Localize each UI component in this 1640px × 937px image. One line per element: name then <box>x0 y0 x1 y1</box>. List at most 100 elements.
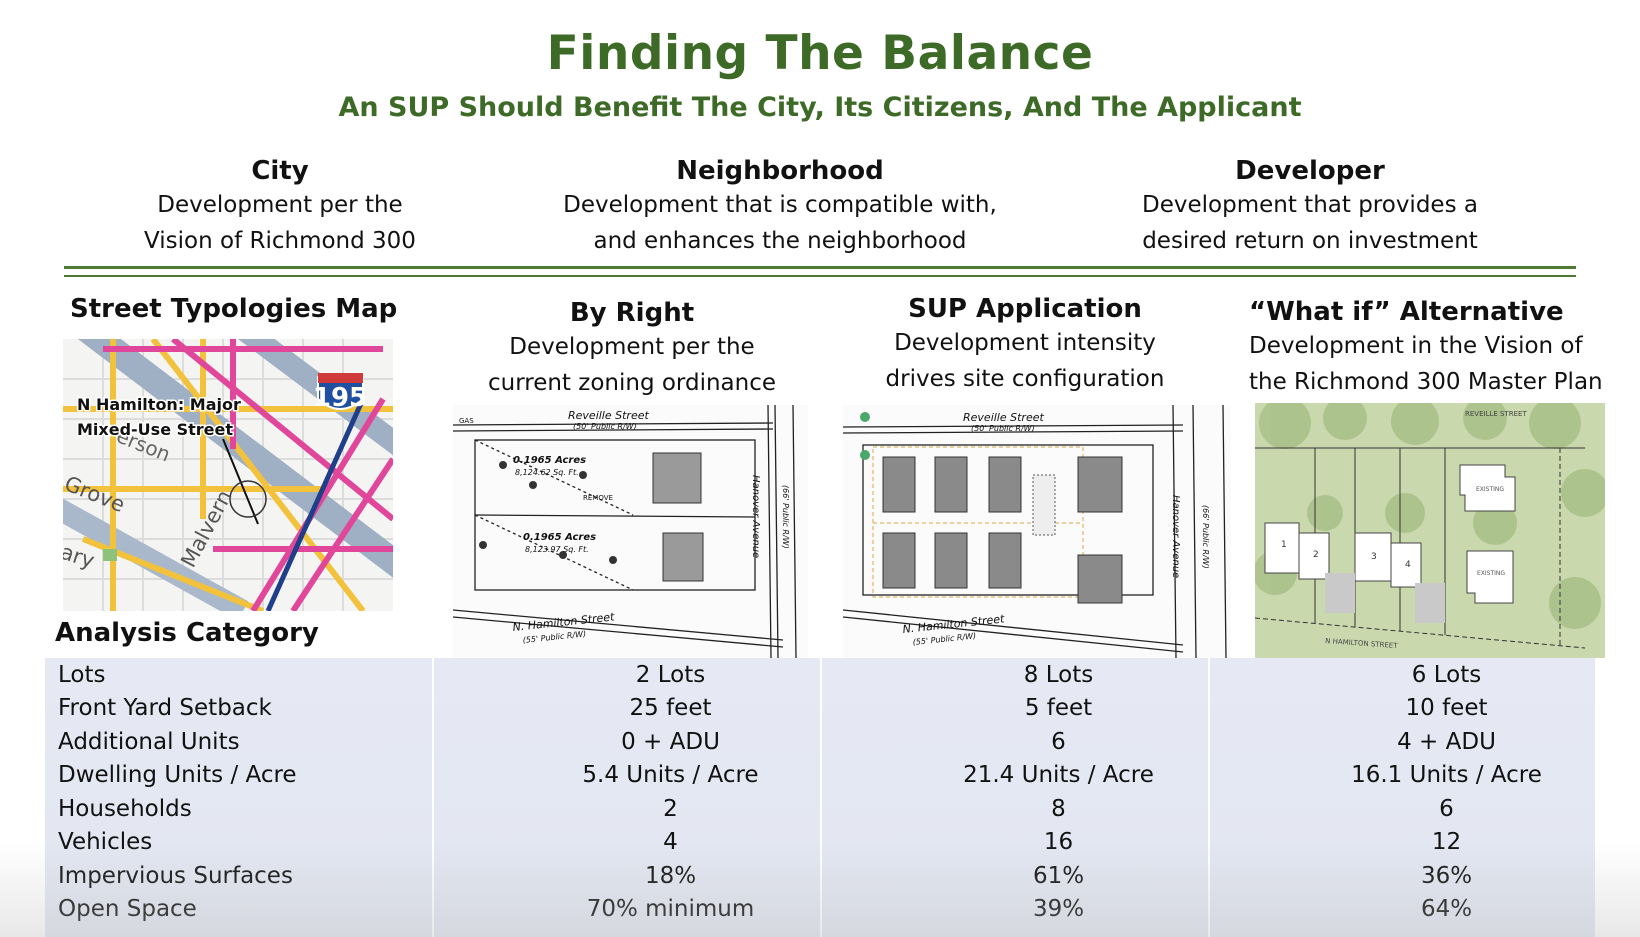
divider-top <box>64 266 1576 269</box>
table-row: Front Yard Setback 25 feet 5 feet 10 fee… <box>45 692 1595 725</box>
row-category: Open Space <box>58 896 197 922</box>
row-what-if: 10 feet <box>1405 695 1488 721</box>
plan2-reveille-rw: (50' Public R/W) <box>971 424 1035 433</box>
row-sup: 21.4 Units / Acre <box>963 762 1154 788</box>
col-sup-line1: Development intensity <box>894 330 1156 356</box>
row-category: Front Yard Setback <box>58 695 272 721</box>
plan1-hanover: Hanover Avenue <box>750 475 761 558</box>
table-row: Dwelling Units / Acre 5.4 Units / Acre 2… <box>45 759 1595 792</box>
row-by-right: 2 Lots <box>635 662 706 688</box>
render-existing-1: EXISTING <box>1476 486 1504 493</box>
col-sup-heading: SUP Application <box>908 294 1142 324</box>
row-category: Impervious Surfaces <box>58 863 293 889</box>
row-by-right: 5.4 Units / Acre <box>582 762 759 788</box>
col-sup-head: SUP Application Development intensity dr… <box>860 294 1190 396</box>
row-sup: 8 <box>1051 796 1066 822</box>
analysis-category-label: Analysis Category <box>55 618 319 648</box>
row-sup: 39% <box>1032 896 1085 922</box>
col-byright-head: By Right Development per the current zon… <box>452 298 812 400</box>
col-map-heading: Street Typologies Map <box>70 294 398 324</box>
row-what-if: 16.1 Units / Acre <box>1351 762 1542 788</box>
render-lot-3: 3 <box>1371 552 1377 562</box>
goal-city-line2: Vision of Richmond 300 <box>144 228 416 254</box>
row-category: Vehicles <box>58 829 153 855</box>
table-divider <box>820 658 822 937</box>
row-sup: 61% <box>1032 863 1085 889</box>
col-whatif-head: “What if” Alternative Development in the… <box>1249 297 1639 399</box>
col-sup-line2: drives site configuration <box>885 366 1165 392</box>
row-by-right: 18% <box>644 863 697 889</box>
plan1-reveille-rw: (50' Public R/W) <box>573 422 637 431</box>
table-divider <box>432 658 434 937</box>
table-divider <box>1208 658 1210 937</box>
plan1-sqft-1: 8,124.62 Sq. Ft. <box>515 468 579 477</box>
row-what-if: 6 Lots <box>1411 662 1482 688</box>
col-byright-line2: current zoning ordinance <box>487 370 777 396</box>
goal-city-line1: Development per the <box>157 192 403 218</box>
col-whatif-line1: Development in the Vision of <box>1249 333 1583 359</box>
col-map-head: Street Typologies Map <box>70 294 397 324</box>
plan2-reveille: Reveille Street <box>963 411 1044 424</box>
row-category: Additional Units <box>58 729 240 755</box>
goal-developer-heading: Developer <box>1235 156 1385 186</box>
row-category: Households <box>58 796 192 822</box>
col-whatif-heading: “What if” Alternative <box>1249 297 1564 327</box>
plan1-acres-1: 0.1965 Acres <box>513 455 586 466</box>
render-existing-2: EXISTING <box>1477 570 1505 577</box>
table-row: Additional Units 0 + ADU 6 4 + ADU <box>45 726 1595 759</box>
row-what-if: 4 + ADU <box>1397 729 1496 755</box>
goal-neighborhood: Neighborhood Development that is compati… <box>540 156 1020 258</box>
render-lot-4: 4 <box>1405 560 1411 570</box>
goal-city: City Development per the Vision of Richm… <box>120 156 440 258</box>
row-sup: 6 <box>1051 729 1066 755</box>
row-by-right: 25 feet <box>629 695 712 721</box>
plan2-hanover: Hanover Avenue <box>1170 495 1181 578</box>
by-right-site-plan: Reveille Street (50' Public R/W) GAS 0.1… <box>453 405 808 658</box>
col-byright-heading: By Right <box>569 298 695 328</box>
table-row: Impervious Surfaces 18% 61% 36% <box>45 860 1595 893</box>
plan1-gas: GAS <box>459 417 474 425</box>
row-sup: 5 feet <box>1024 695 1093 721</box>
row-category: Lots <box>58 662 106 688</box>
divider-bottom <box>64 275 1576 277</box>
row-by-right: 70% minimum <box>586 896 755 922</box>
plan1-sqft-2: 8,123.97 Sq. Ft. <box>525 545 589 554</box>
col-byright-line1: Development per the <box>509 334 755 360</box>
map-callout-line1: N Hamilton: Major <box>77 395 241 414</box>
table-row: Open Space 70% minimum 39% 64% <box>45 893 1595 926</box>
row-sup: 8 Lots <box>1023 662 1094 688</box>
map-callout-line2: Mixed-Use Street <box>77 420 233 439</box>
goal-neighborhood-heading: Neighborhood <box>676 156 884 186</box>
table-row: Households 2 8 6 <box>45 793 1595 826</box>
plan1-acres-2: 0.1965 Acres <box>523 532 596 543</box>
row-category: Dwelling Units / Acre <box>58 762 297 788</box>
goal-city-heading: City <box>251 156 309 186</box>
sup-site-plan: Reveille Street (50' Public R/W) N. Hami… <box>843 405 1231 658</box>
plan2-hanover-rw: (66' Public R/W) <box>1201 505 1210 569</box>
analysis-table: Lots 2 Lots 8 Lots 6 Lots Front Yard Set… <box>45 658 1595 937</box>
render-lot-2: 2 <box>1313 550 1319 560</box>
row-what-if: 64% <box>1420 896 1473 922</box>
goal-developer-line2: desired return on investment <box>1142 228 1478 254</box>
street-typologies-map: 195 Grove ary erson Malvern N Hamilton: … <box>63 339 393 611</box>
row-sup: 16 <box>1043 829 1074 855</box>
row-by-right: 2 <box>663 796 678 822</box>
plan1-remove: REMOVE <box>583 494 613 502</box>
col-whatif-line2: the Richmond 300 Master Plan <box>1249 369 1603 395</box>
goal-neighborhood-line2: and enhances the neighborhood <box>593 228 967 254</box>
page-title: Finding The Balance <box>546 26 1094 81</box>
goal-developer-line1: Development that provides a <box>1142 192 1478 218</box>
plan1-reveille: Reveille Street <box>568 409 649 422</box>
row-what-if: 12 <box>1431 829 1462 855</box>
plan1-hanover-rw: (66' Public R/W) <box>781 485 790 549</box>
table-row: Lots 2 Lots 8 Lots 6 Lots <box>45 659 1595 692</box>
row-by-right: 0 + ADU <box>621 729 720 755</box>
goal-developer: Developer Development that provides a de… <box>1110 156 1510 258</box>
row-what-if: 6 <box>1439 796 1454 822</box>
page-subtitle: An SUP Should Benefit The City, Its Citi… <box>338 92 1302 123</box>
table-row: Vehicles 4 16 12 <box>45 826 1595 859</box>
render-lot-1: 1 <box>1281 540 1287 550</box>
interstate-label: 195 <box>313 383 367 413</box>
render-reveille: REVEILLE STREET <box>1465 410 1527 418</box>
goal-neighborhood-line1: Development that is compatible with, <box>563 192 997 218</box>
